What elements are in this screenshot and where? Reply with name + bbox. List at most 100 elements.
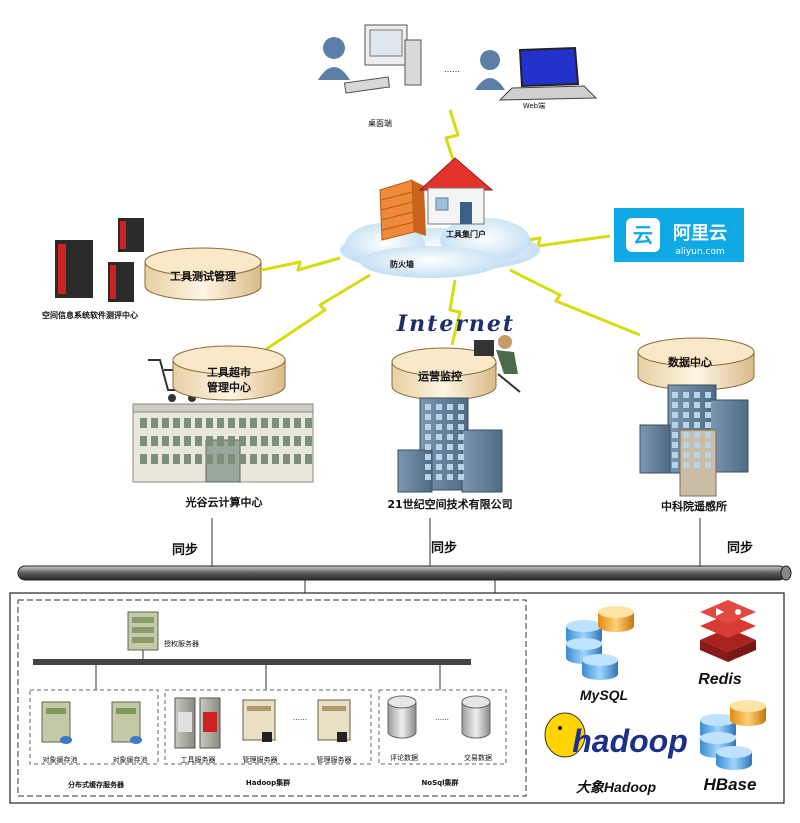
mysql-label: MySQL [580,687,628,703]
window [683,422,689,428]
lightning-left [261,256,341,272]
window [206,436,213,446]
svg-text:云: 云 [633,223,653,247]
ops-monitor-label: 运营监控 [418,369,462,383]
user-icon [480,50,500,70]
hbase-label: HBase [704,775,757,794]
window [705,432,711,438]
window [436,424,442,430]
window [458,414,464,420]
window [672,412,678,418]
window [294,454,301,464]
object-storage-server-icon [41,701,72,744]
window [436,404,442,410]
window [705,412,711,418]
tool-server-icon [174,697,221,749]
aliyun-cn-label: 阿里云 [673,223,727,244]
mysql-logo [566,606,634,680]
window [683,462,689,468]
aliyun-logo: 云 阿里云 aliyun.com [614,208,744,262]
window [458,464,464,470]
data-center-disk [637,337,755,391]
window [272,418,279,428]
backbone-drops [304,580,496,593]
firewall-label: 防火墙 [390,259,414,269]
server-rack-icon [55,218,144,302]
mgmt-server-label-2: 管理服务器 [317,755,352,764]
window [436,464,442,470]
window [239,436,246,446]
window [217,454,224,464]
window [694,412,700,418]
window [458,424,464,430]
window [294,436,301,446]
object-storage-server-icon [111,701,142,744]
test-center-label: 空间信息系统软件测评中心 [42,310,138,320]
trade-data-label: 交易数据 [464,753,492,762]
window [683,442,689,448]
network-backbone-pipe [17,565,792,581]
group-distributed-label: 分布式缓存服务器 [68,780,125,789]
web-label: Web端 [523,101,545,110]
cas-label: 中科院遥感所 [661,499,727,513]
window [173,454,180,464]
window [425,474,431,480]
ops-monitor-disk [391,347,497,401]
window [239,418,246,428]
redis-logo [700,600,756,662]
lightning-ops [448,279,462,346]
lightning-top [444,109,460,176]
window [672,442,678,448]
window [250,436,257,446]
window [705,402,711,408]
tool-test-mgmt-label: 工具测试管理 [170,269,236,283]
market-label-line2: 管理中心 [207,380,251,394]
building-windows [425,404,464,480]
window [305,418,312,428]
building-windows [672,392,711,468]
hadoop-cn-label: 大象Hadoop [576,779,657,795]
window [672,432,678,438]
window [261,418,268,428]
internet-label: Internet [396,311,515,337]
window [672,452,678,458]
market-label-line1: 工具超市 [207,365,251,379]
window [162,454,169,464]
sync-label-3: 同步 [727,540,753,556]
lightning-market [261,273,371,354]
window [140,418,147,428]
window [184,436,191,446]
window [683,452,689,458]
window [425,444,431,450]
window [672,462,678,468]
hbase-logo [700,700,766,770]
hadoop-elephant-icon [544,712,586,758]
window [672,402,678,408]
user-icon [323,37,345,59]
window [436,474,442,480]
window [228,454,235,464]
window [705,452,711,458]
laptop-icon [498,46,598,101]
window [184,418,191,428]
hadoop-logo-text: hadoop [572,723,688,759]
window [683,412,689,418]
window [447,424,453,430]
group-distributed-frame [29,689,159,765]
window [250,454,257,464]
window [694,422,700,428]
window [705,422,711,428]
window [206,418,213,428]
window [683,402,689,408]
window [705,442,711,448]
window [425,464,431,470]
window [195,436,202,446]
window [195,418,202,428]
office-tower-icon [639,384,749,497]
window [173,436,180,446]
review-data-cylinder-icon [387,695,417,739]
window [151,454,158,464]
window [217,418,224,428]
window [694,452,700,458]
